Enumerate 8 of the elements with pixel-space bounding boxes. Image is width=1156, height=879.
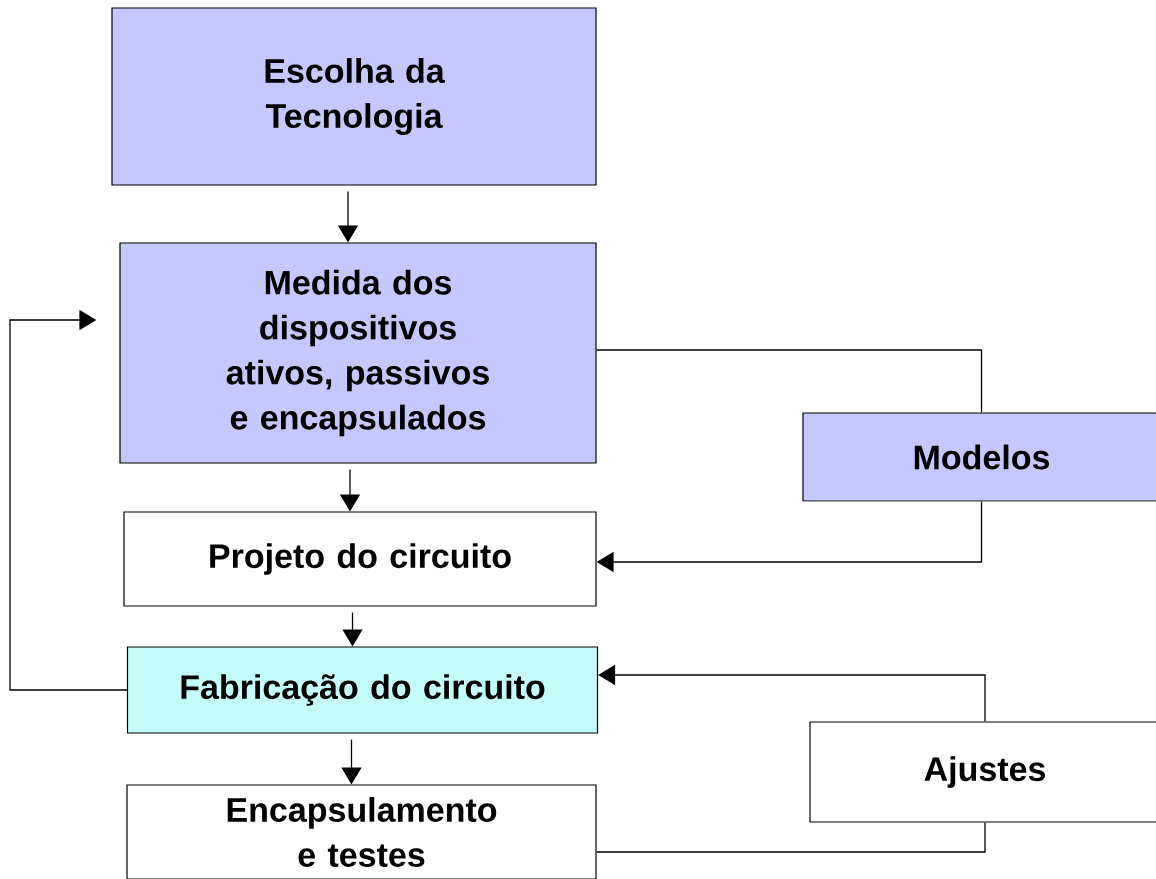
process-box: Ajustes	[809, 721, 1156, 823]
process-box: Modelos	[802, 412, 1156, 502]
arrow	[9, 309, 128, 691]
process-box: Encapsulamento e testes	[126, 784, 597, 879]
process-box: Fabricação do circuito	[126, 646, 599, 734]
process-box: Projeto do circuito	[123, 511, 597, 607]
process-box: Escolha da Tecnologia	[111, 7, 597, 186]
process-box: Medida dos dispositivos ativos, passivos e encapsulados	[119, 242, 597, 464]
